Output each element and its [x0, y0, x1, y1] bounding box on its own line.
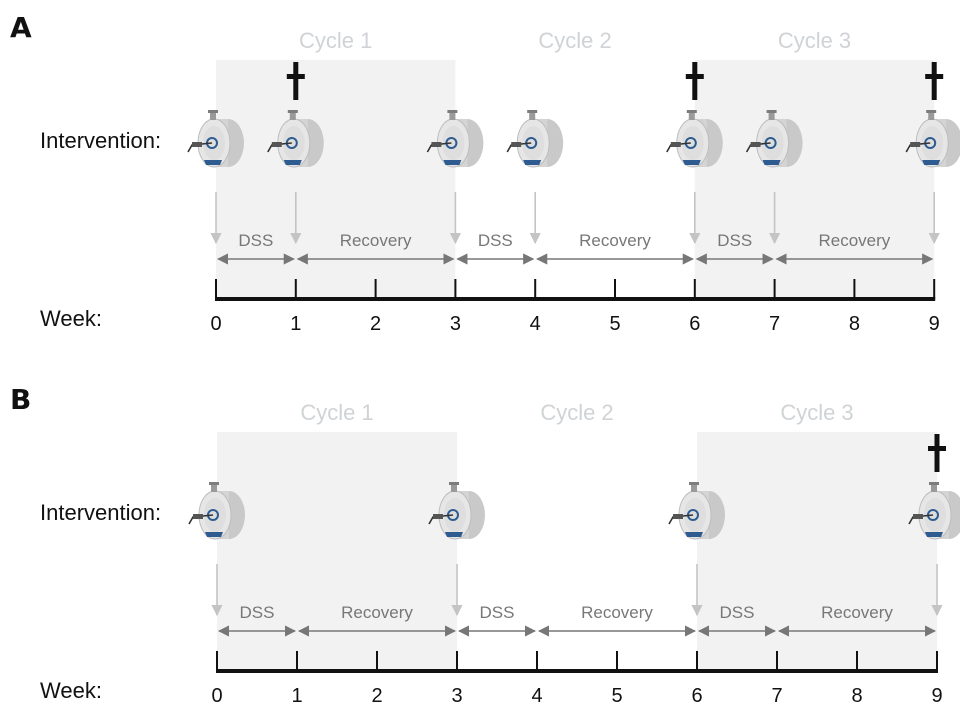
- phase-label: DSS: [480, 603, 515, 622]
- week-tick-label: 1: [291, 685, 302, 706]
- intervention-label: Intervention:: [40, 500, 161, 525]
- phase-label: DSS: [240, 603, 275, 622]
- cycle-band: [216, 60, 456, 300]
- cycle-label: Cycle 2: [540, 400, 613, 425]
- week-tick-label: 7: [769, 313, 780, 335]
- phase-label: DSS: [717, 231, 752, 250]
- week-tick-label: 1: [290, 313, 301, 335]
- week-tick-label: 3: [450, 313, 461, 335]
- phase-label: DSS: [478, 231, 513, 250]
- panel-b: B Cycle 1 Cycle 2 Cycle 3 Intervention: DSS Re…: [10, 383, 960, 706]
- week-tick-label: 9: [931, 685, 942, 706]
- panel-label: B: [10, 383, 31, 416]
- week-tick-label: 7: [771, 685, 782, 706]
- cycle-label: Cycle 3: [778, 28, 851, 53]
- phase-label: Recovery: [818, 231, 890, 250]
- week-tick-label: 5: [611, 685, 622, 706]
- cycle-band: [697, 432, 937, 672]
- cycle-label: Cycle 3: [780, 400, 853, 425]
- week-label: Week:: [40, 678, 102, 703]
- panel-a: A Cycle 1 Cycle 2 Cycle 3 Intervention: DSS Re…: [10, 11, 960, 335]
- week-tick-label: 0: [210, 313, 221, 335]
- week-tick-label: 6: [691, 685, 702, 706]
- panels-root: A Cycle 1 Cycle 2 Cycle 3 Intervention: DSS Re…: [10, 11, 960, 706]
- cross-icon: [286, 62, 305, 100]
- phase-label: Recovery: [579, 231, 651, 250]
- cycle-label: Cycle 1: [300, 400, 373, 425]
- cycle-band: [217, 432, 457, 672]
- cycle-label: Cycle 1: [299, 28, 372, 53]
- cross-icon: [928, 434, 946, 472]
- week-tick-label: 2: [371, 685, 382, 706]
- panel-label: A: [10, 11, 32, 44]
- week-tick-label: 2: [370, 313, 381, 335]
- cycle-band: [694, 60, 935, 300]
- cycle-label: Cycle 2: [538, 28, 611, 53]
- week-tick-label: 9: [929, 313, 940, 335]
- phase-label: DSS: [238, 231, 273, 250]
- cross-icon: [685, 62, 704, 100]
- phase-label: DSS: [720, 603, 755, 622]
- cross-icon: [925, 62, 944, 100]
- week-tick-label: 6: [689, 313, 700, 335]
- week-tick-label: 0: [211, 685, 222, 706]
- week-label: Week:: [40, 306, 102, 331]
- phase-label: Recovery: [341, 603, 413, 622]
- week-tick-label: 5: [609, 313, 620, 335]
- phase-label: Recovery: [581, 603, 653, 622]
- week-tick-label: 4: [530, 313, 541, 335]
- phase-label: Recovery: [340, 231, 412, 250]
- week-tick-label: 4: [531, 685, 542, 706]
- intervention-label: Intervention:: [40, 128, 161, 153]
- phase-label: Recovery: [821, 603, 893, 622]
- week-tick-label: 8: [849, 313, 860, 335]
- week-tick-label: 3: [451, 685, 462, 706]
- week-tick-label: 8: [851, 685, 862, 706]
- endoscope-icon: [506, 109, 565, 168]
